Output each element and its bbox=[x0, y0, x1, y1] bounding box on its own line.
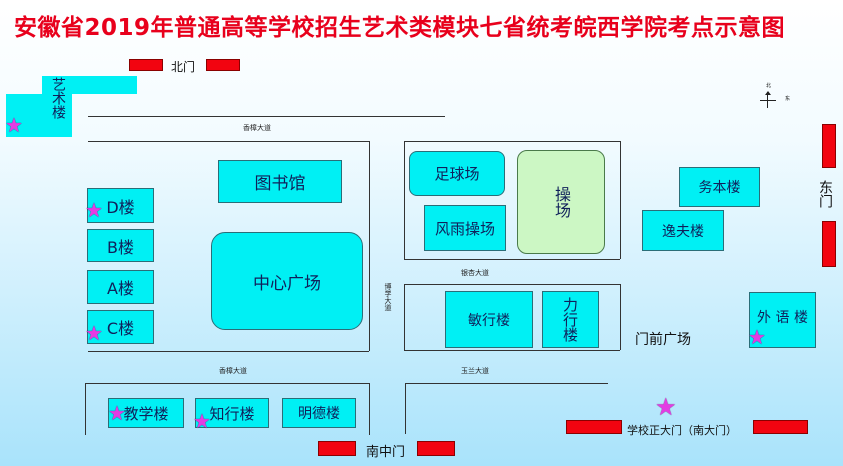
wuben-building: 务本楼 bbox=[679, 167, 760, 207]
road-line bbox=[369, 141, 370, 351]
main-gate-label: 学校正大门（南大门） bbox=[627, 424, 737, 437]
star-icon: ★ bbox=[193, 409, 211, 433]
zhixing-building: 知行楼 bbox=[195, 398, 269, 428]
main-gate-right-block bbox=[753, 420, 808, 434]
mingde-building: 明德楼 bbox=[282, 398, 356, 428]
yifu-label: 逸夫楼 bbox=[662, 223, 704, 240]
building-a-label: A楼 bbox=[107, 279, 134, 298]
star-icon: ★ bbox=[108, 401, 126, 425]
mingde-label: 明德楼 bbox=[298, 406, 340, 422]
north-gate-left-block bbox=[129, 59, 163, 71]
compass-north-label: 北 bbox=[766, 83, 772, 89]
central-square: 中心广场 bbox=[211, 232, 363, 330]
jiaoxue-label: 教学楼 bbox=[123, 404, 169, 423]
star-icon: ★ bbox=[85, 321, 103, 345]
building-b: B楼 bbox=[87, 229, 154, 262]
playground-label: 操场 bbox=[552, 186, 571, 218]
front-square-label: 门前广场 bbox=[635, 332, 691, 348]
playground: 操场 bbox=[517, 150, 605, 254]
minxing-label: 敏行楼 bbox=[468, 312, 510, 329]
east-gate-bottom-block bbox=[822, 221, 836, 267]
art-building-label: 艺术楼 bbox=[50, 77, 66, 119]
south-middle-gate-label: 南中门 bbox=[366, 445, 406, 460]
minxing-building: 敏行楼 bbox=[445, 291, 533, 348]
road-line bbox=[620, 284, 621, 350]
building-c-label: C楼 bbox=[106, 319, 135, 338]
lixing-building: 力行楼 bbox=[542, 291, 599, 348]
building-c: C楼 bbox=[87, 310, 154, 344]
yifu-building: 逸夫楼 bbox=[642, 210, 724, 251]
library-label: 图书馆 bbox=[254, 174, 306, 194]
road-label-boxue: 博学大道 bbox=[384, 283, 392, 311]
road-line bbox=[620, 141, 621, 259]
art-building bbox=[42, 76, 137, 94]
map-title: 安徽省2019年普通高等学校招生艺术类模块七省统考皖西学院考点示意图 bbox=[14, 15, 786, 41]
jiaoxue-building: 教学楼 bbox=[108, 398, 184, 428]
fengyu-stadium: 风雨操场 bbox=[424, 205, 506, 251]
compass: 北 东 bbox=[760, 83, 792, 110]
road-line bbox=[88, 116, 445, 117]
star-icon: ★ bbox=[5, 113, 23, 137]
central-square-label: 中心广场 bbox=[253, 273, 321, 294]
south-middle-gate-left-block bbox=[318, 441, 356, 456]
road-label-yinxing: 银杏大道 bbox=[461, 269, 489, 277]
road-line bbox=[85, 383, 86, 435]
fengyu-stadium-label: 风雨操场 bbox=[434, 219, 495, 238]
south-middle-gate-right-block bbox=[417, 441, 455, 456]
road-label-xiangzhang-bottom: 香樟大道 bbox=[219, 367, 247, 375]
compass-arrow-icon bbox=[760, 91, 776, 108]
waiyu-building: 外 语 楼 bbox=[749, 292, 816, 348]
road-line bbox=[404, 284, 620, 285]
road-line bbox=[85, 383, 370, 384]
football-field-label: 足球场 bbox=[434, 165, 480, 183]
wuben-label: 务本楼 bbox=[698, 180, 741, 196]
road-label-xiangzhang-top: 香樟大道 bbox=[243, 124, 271, 132]
road-line bbox=[369, 383, 370, 435]
star-icon: ★ bbox=[655, 393, 677, 421]
lixing-label: 力行楼 bbox=[561, 297, 579, 342]
road-line bbox=[404, 259, 620, 260]
east-gate-top-block bbox=[822, 124, 836, 168]
road-line bbox=[404, 284, 405, 350]
football-field: 足球场 bbox=[409, 151, 505, 196]
building-b-label: B楼 bbox=[107, 237, 134, 257]
library-building: 图书馆 bbox=[218, 160, 342, 203]
star-icon: ★ bbox=[85, 198, 103, 222]
main-gate-left-block bbox=[566, 420, 622, 434]
road-line bbox=[404, 141, 620, 142]
road-line bbox=[405, 383, 406, 434]
road-line bbox=[88, 141, 369, 142]
road-label-yulan: 玉兰大道 bbox=[461, 367, 489, 375]
east-gate-label: 东门 bbox=[817, 180, 833, 208]
waiyu-label: 外 语 楼 bbox=[757, 310, 808, 326]
building-d-label: D楼 bbox=[106, 197, 135, 217]
north-gate-right-block bbox=[206, 59, 240, 71]
building-d: D楼 bbox=[87, 188, 154, 223]
north-gate-label: 北门 bbox=[171, 60, 196, 74]
compass-east-label: 东 bbox=[785, 96, 791, 102]
building-a: A楼 bbox=[87, 270, 154, 304]
zhixing-label: 知行楼 bbox=[209, 404, 255, 423]
road-line bbox=[405, 383, 608, 384]
art-building-lower bbox=[6, 94, 72, 137]
road-line bbox=[404, 141, 405, 259]
road-line bbox=[404, 350, 620, 351]
road-line bbox=[88, 351, 369, 352]
star-icon: ★ bbox=[748, 325, 766, 349]
